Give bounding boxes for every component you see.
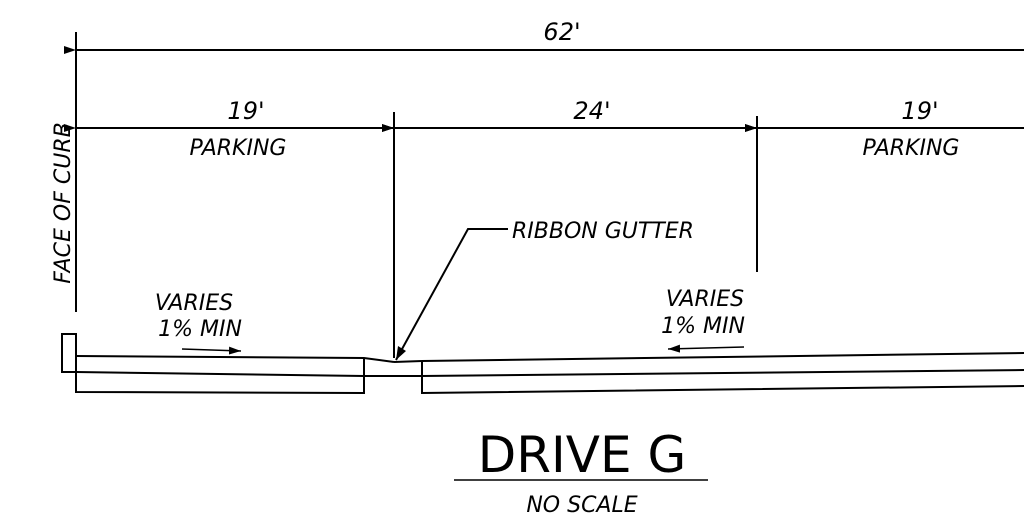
title-block: DRIVE G NO SCALE (454, 426, 708, 518)
right-slope-note: VARIES 1% MIN (661, 287, 745, 353)
right-slope-min: 1% MIN (661, 314, 745, 339)
right-slope-arrow (667, 344, 745, 353)
drawing-scale: NO SCALE (526, 493, 637, 518)
curb (61, 333, 78, 373)
pavement-section (61, 333, 1024, 395)
right-pavement-slab (421, 361, 1024, 395)
overall-dimension-label: 62' (543, 18, 580, 46)
middle-dimension-label: 24' (573, 97, 610, 125)
left-parking-label: PARKING (190, 136, 287, 161)
left-slope-varies: VARIES (155, 291, 233, 316)
overall-dimension: 62' (64, 18, 1024, 54)
right-dimension-label: 19' (901, 97, 938, 125)
left-slope-note: VARIES 1% MIN (155, 291, 242, 355)
left-slope-min: 1% MIN (158, 317, 242, 342)
face-of-curb-label: FACE OF CURB (51, 122, 76, 283)
right-parking-dimension: 19' PARKING (745, 97, 1024, 161)
left-dimension-label: 19' (227, 97, 264, 125)
right-parking-label: PARKING (863, 136, 960, 161)
ribbon-gutter-callout: RIBBON GUTTER (395, 219, 694, 361)
left-pavement-base-line (75, 371, 365, 377)
left-parking-dimension: 19' PARKING (64, 97, 394, 161)
ribbon-gutter-label: RIBBON GUTTER (512, 219, 694, 244)
right-pavement-surface (421, 352, 1024, 362)
travel-lane-dimension: 24' (382, 97, 757, 132)
ribbon-gutter-arrowhead (396, 346, 406, 360)
ribbon-gutter-surface (393, 360, 423, 363)
drawing-title: DRIVE G (478, 426, 686, 484)
ribbon-gutter-leader (395, 228, 508, 361)
left-pavement-surface (75, 355, 395, 363)
right-pavement-base-line (421, 369, 1024, 377)
left-slope-arrow (181, 346, 242, 355)
right-slope-varies: VARIES (666, 287, 744, 312)
